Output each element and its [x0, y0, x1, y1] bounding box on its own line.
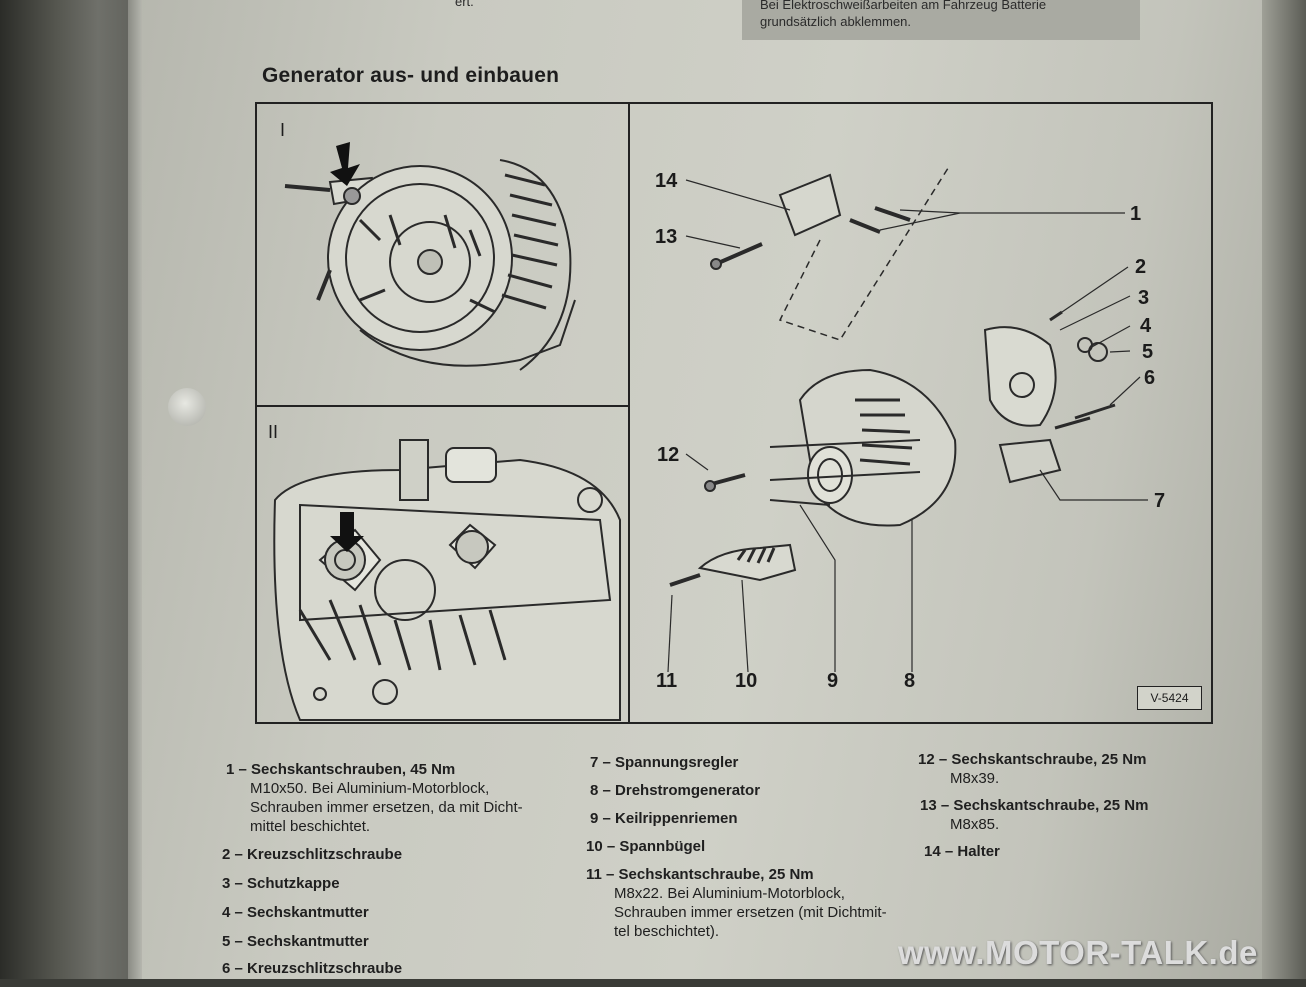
legend-item-10: 10 – Spannbügel [586, 838, 706, 855]
legend-column-3: 12 – Sechskantschraube, 25 Nm M8x39. 13 … [918, 750, 1178, 870]
legend-item-6: 6 – Kreuzschlitzschraube [222, 960, 403, 977]
legend-item-9: 9 – Keilrippenriemen [590, 810, 738, 827]
legend-item-13: 13 – Sechskantschraube, 25 Nm M8x85. [920, 796, 1178, 834]
punch-hole [168, 388, 206, 426]
legend-item-desc: mittel beschichtet. [250, 818, 371, 835]
callout-1: 1 [1130, 203, 1142, 225]
legend-item-title: 13 – Sechskantschraube, 25 Nm [920, 797, 1149, 814]
legend-item-7: 7 – Spannungsregler [590, 754, 739, 771]
watermark: www.MOTOR-TALK.de [898, 934, 1258, 971]
legend-item-2: 2 – Kreuzschlitzschraube [222, 846, 403, 863]
callout-3: 3 [1138, 287, 1150, 309]
legend-item-title: 11 – Sechskantschraube, 25 Nm [586, 866, 814, 883]
legend-item-4: 4 – Sechskantmutter [222, 904, 369, 921]
note-line: Bei Elektroschweißarbeiten am Fahrzeug B… [760, 0, 1047, 12]
exploded-view-drawing [669, 164, 1116, 587]
legend-item-desc: tel beschichtet). [614, 923, 720, 940]
callout-8: 8 [904, 670, 916, 692]
legend-item-desc: M8x85. [950, 816, 1000, 833]
callout-2: 2 [1135, 256, 1147, 278]
figure-frame [255, 102, 1213, 724]
callout-13: 13 [655, 226, 678, 248]
legend-item-5: 5 – Sechskantmutter [222, 933, 369, 950]
note-text: Bei Elektroschweißarbeiten am Fahrzeug B… [760, 0, 1130, 30]
top-fragment: ert. [455, 0, 474, 9]
legend-item-1: 1 – Sechskantschrauben, 45 Nm M10x50. Be… [226, 760, 556, 836]
legend-column-1: 1 – Sechskantschrauben, 45 Nm M10x50. Be… [226, 760, 556, 845]
arrow-icon [330, 512, 364, 552]
panel-label-i: I [280, 120, 286, 140]
note-line: grundsätzlich abklemmen. [760, 14, 912, 29]
callout-4: 4 [1140, 315, 1152, 337]
legend-item-title: 12 – Sechskantschraube, 25 Nm [918, 751, 1147, 768]
page-shadow [1262, 0, 1306, 979]
legend-item-desc: M10x50. Bei Aluminium-Motorblock, [250, 780, 490, 797]
binder-sleeve [0, 0, 140, 979]
figure-reference: V-5424 [1137, 686, 1202, 710]
callout-12: 12 [657, 444, 680, 466]
figure-divider-vertical [628, 102, 630, 724]
note-box [742, 0, 1140, 40]
sleeve-edge [128, 0, 142, 979]
legend-item-11: 11 – Sechskantschraube, 25 Nm M8x22. Bei… [586, 865, 910, 941]
legend-item-desc: Schrauben immer ersetzen (mit Dichtmit- [614, 904, 887, 921]
callout-6: 6 [1144, 367, 1156, 389]
legend-column-1-cont: 2 – Kreuzschlitzschraube 3 – Schutzkappe… [222, 845, 552, 987]
legend-item-8: 8 – Drehstromgenerator [590, 782, 761, 799]
figure-divider-horizontal [255, 405, 630, 407]
panel-label-ii: II [268, 422, 279, 442]
callout-5: 5 [1142, 341, 1154, 363]
callout-9: 9 [827, 670, 839, 692]
callout-11: 11 [656, 670, 678, 692]
legend-item-14: 14 – Halter [924, 843, 1000, 860]
legend-item-3: 3 – Schutzkappe [222, 875, 340, 892]
callout-7: 7 [1154, 490, 1166, 512]
callout-14: 14 [655, 170, 678, 192]
legend-item-desc: Schrauben immer ersetzen, da mit Dicht- [250, 799, 523, 816]
legend-item-12: 12 – Sechskantschraube, 25 Nm M8x39. [918, 750, 1178, 788]
legend-column-2: 7 – Spannungsregler 8 – Drehstromgenerat… [586, 753, 910, 950]
legend-item-desc: M8x39. [950, 770, 1000, 787]
callout-leaders [667, 179, 1148, 673]
alternator-rear-drawing [284, 159, 576, 371]
alternator-closeup-drawing [273, 439, 621, 721]
legend-item-desc: M8x22. Bei Aluminium-Motorblock, [614, 885, 845, 902]
callout-10: 10 [735, 670, 758, 692]
arrow-icon [330, 142, 360, 186]
page-title: Generator aus- und einbauen [262, 64, 560, 87]
legend-item-title: 1 – Sechskantschrauben, 45 Nm [226, 761, 456, 778]
